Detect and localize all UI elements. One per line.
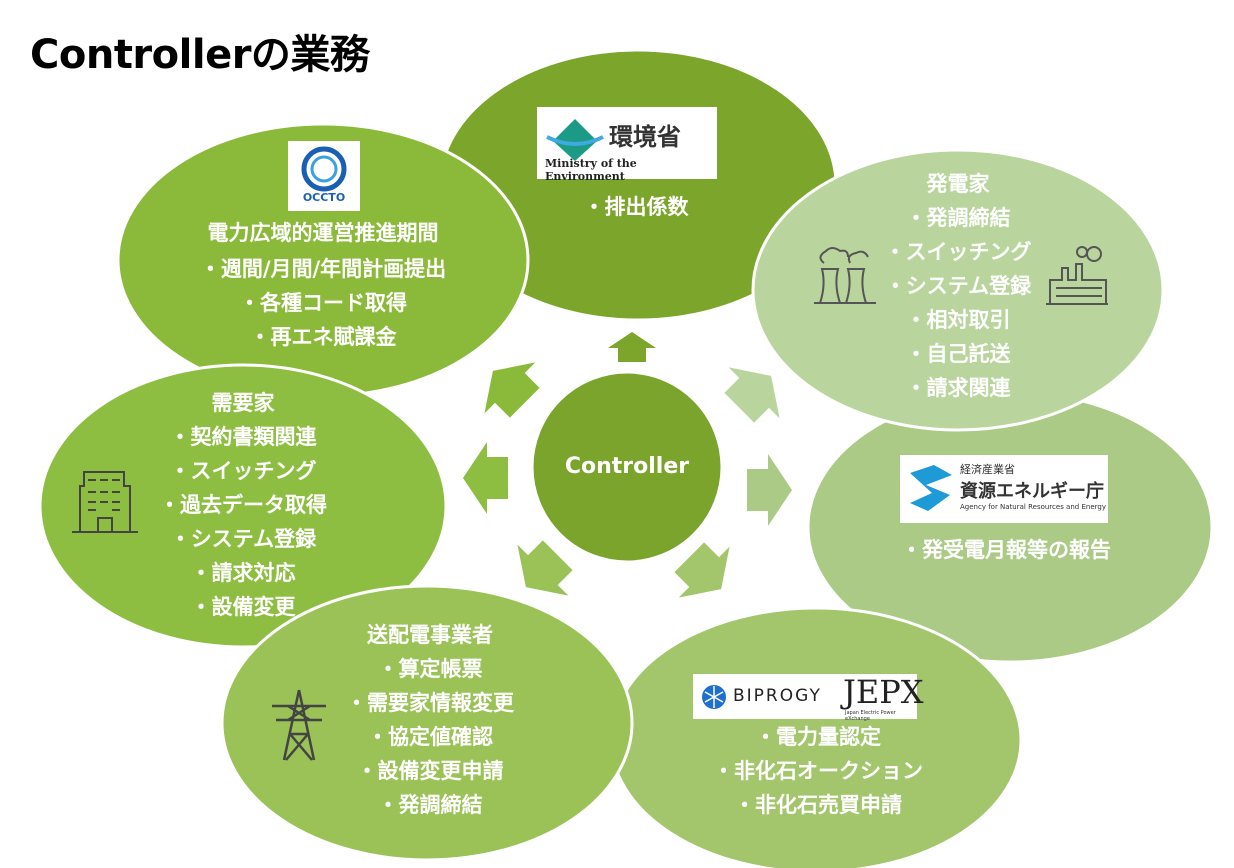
tso-item: ・需要家情報変更 bbox=[346, 691, 514, 715]
consumer-block: 需要家 ・契約書類関連 ・スイッチング ・過去データ取得 ・システム登録 ・請求… bbox=[159, 386, 327, 624]
anre-item: ・発受電月報等の報告 bbox=[901, 538, 1111, 562]
generator-ellipse bbox=[751, 148, 1165, 432]
occto-block: 電力広域的運営推進期間 ・週間/月間/年間計画提出 ・各種コード取得 ・再エネ賦… bbox=[200, 216, 446, 354]
anre-items: ・発受電月報等の報告 bbox=[901, 533, 1111, 567]
power-plant-icon bbox=[814, 247, 876, 304]
arrow-to-consumer-icon bbox=[463, 442, 508, 514]
occto-item: ・各種コード取得 bbox=[239, 291, 407, 315]
generator-item: ・システム登録 bbox=[884, 274, 1032, 298]
moe-emblem-icon bbox=[546, 119, 604, 161]
tso-block: 送配電事業者 ・算定帳票 ・需要家情報変更 ・協定値確認 ・設備変更申請 ・発調… bbox=[346, 618, 514, 822]
arrow-to-moe-icon bbox=[608, 332, 656, 362]
moe-logo-text: 環境省 bbox=[609, 123, 681, 151]
jepx-item: ・非化石オークション bbox=[713, 759, 923, 783]
consumer-item: ・契約書類関連 bbox=[169, 425, 317, 449]
tso-ellipse bbox=[220, 584, 634, 862]
jepx-block: ・電力量認定 ・非化石オークション ・非化石売買申請 bbox=[713, 720, 923, 822]
generator-item: ・自己託送 bbox=[905, 342, 1011, 366]
tso-heading: 送配電事業者 bbox=[367, 623, 493, 647]
tso-item: ・算定帳票 bbox=[377, 657, 483, 681]
occto-logo-text: OCCTO bbox=[302, 191, 346, 204]
occto-logo: OCCTO bbox=[288, 141, 360, 211]
controller-circle bbox=[530, 370, 724, 564]
moe-items: ・排出係数 bbox=[584, 190, 689, 224]
generator-item: ・相対取引 bbox=[905, 308, 1011, 332]
anre-logo-top: 経済産業省 bbox=[960, 463, 1015, 476]
jepx-item: ・非化石売買申請 bbox=[734, 793, 902, 817]
jepx-logo-text: JEPX bbox=[843, 673, 924, 711]
occto-item: ・再エネ賦課金 bbox=[249, 325, 397, 349]
controller-label: Controller bbox=[564, 454, 690, 479]
consumer-item: ・過去データ取得 bbox=[159, 493, 327, 517]
arrow-to-jepx-icon bbox=[674, 542, 730, 598]
generator-item: ・請求関連 bbox=[905, 376, 1011, 400]
generator-item: ・スイッチング bbox=[884, 240, 1032, 264]
moe-logo-subtext: Ministry of the Environment bbox=[545, 157, 637, 183]
jepx-item: ・電力量認定 bbox=[755, 725, 881, 749]
jepx-logo: BIPROGY JEPX Japan Electric Power eXchan… bbox=[693, 674, 924, 722]
consumer-item: ・設備変更 bbox=[190, 595, 296, 619]
factory-icon bbox=[1046, 246, 1108, 305]
tso-item: ・設備変更申請 bbox=[356, 759, 504, 783]
tso-item: ・発調締結 bbox=[377, 793, 483, 817]
biprogy-logo-text: BIPROGY bbox=[733, 686, 822, 706]
consumer-item: ・請求対応 bbox=[190, 561, 296, 585]
arrow-to-occto-icon bbox=[484, 362, 540, 418]
biprogy-emblem-icon bbox=[702, 685, 726, 709]
consumer-ellipse bbox=[38, 363, 448, 649]
anre-logo: 経済産業省 資源エネルギー庁 Agency for Natural Resour… bbox=[900, 455, 1108, 523]
office-building-icon bbox=[72, 471, 138, 533]
transmission-tower-icon bbox=[272, 689, 326, 761]
arrow-to-anre-icon bbox=[747, 454, 792, 526]
page-title: Controllerの業務 bbox=[30, 32, 370, 78]
generator-item: ・発調締結 bbox=[905, 206, 1011, 230]
tso-item: ・協定値確認 bbox=[367, 725, 493, 749]
arrow-to-tso-icon bbox=[517, 540, 573, 596]
occto-item: ・週間/月間/年間計画提出 bbox=[199, 257, 447, 281]
arrow-to-generator-icon bbox=[724, 367, 780, 423]
consumer-heading: 需要家 bbox=[211, 391, 275, 415]
anre-logo-main: 資源エネルギー庁 bbox=[960, 481, 1104, 502]
occto-emblem-icon bbox=[301, 146, 347, 192]
generator-block: 発電家 ・発調締結 ・スイッチング ・システム登録 ・相対取引 ・自己託送 ・請… bbox=[885, 167, 1032, 405]
jepx-logo-sub: Japan Electric Power eXchange bbox=[845, 710, 896, 722]
consumer-item: ・システム登録 bbox=[169, 527, 317, 551]
consumer-item: ・スイッチング bbox=[169, 459, 317, 483]
occto-heading: 電力広域的運営推進期間 bbox=[207, 221, 439, 245]
moe-item: ・排出係数 bbox=[583, 195, 689, 219]
anre-logo-sub: Agency for Natural Resources and Energy bbox=[960, 503, 1106, 511]
anre-emblem-icon bbox=[910, 465, 952, 511]
generator-heading: 発電家 bbox=[926, 172, 990, 196]
moe-logo: 環境省 Ministry of the Environment bbox=[537, 107, 717, 183]
